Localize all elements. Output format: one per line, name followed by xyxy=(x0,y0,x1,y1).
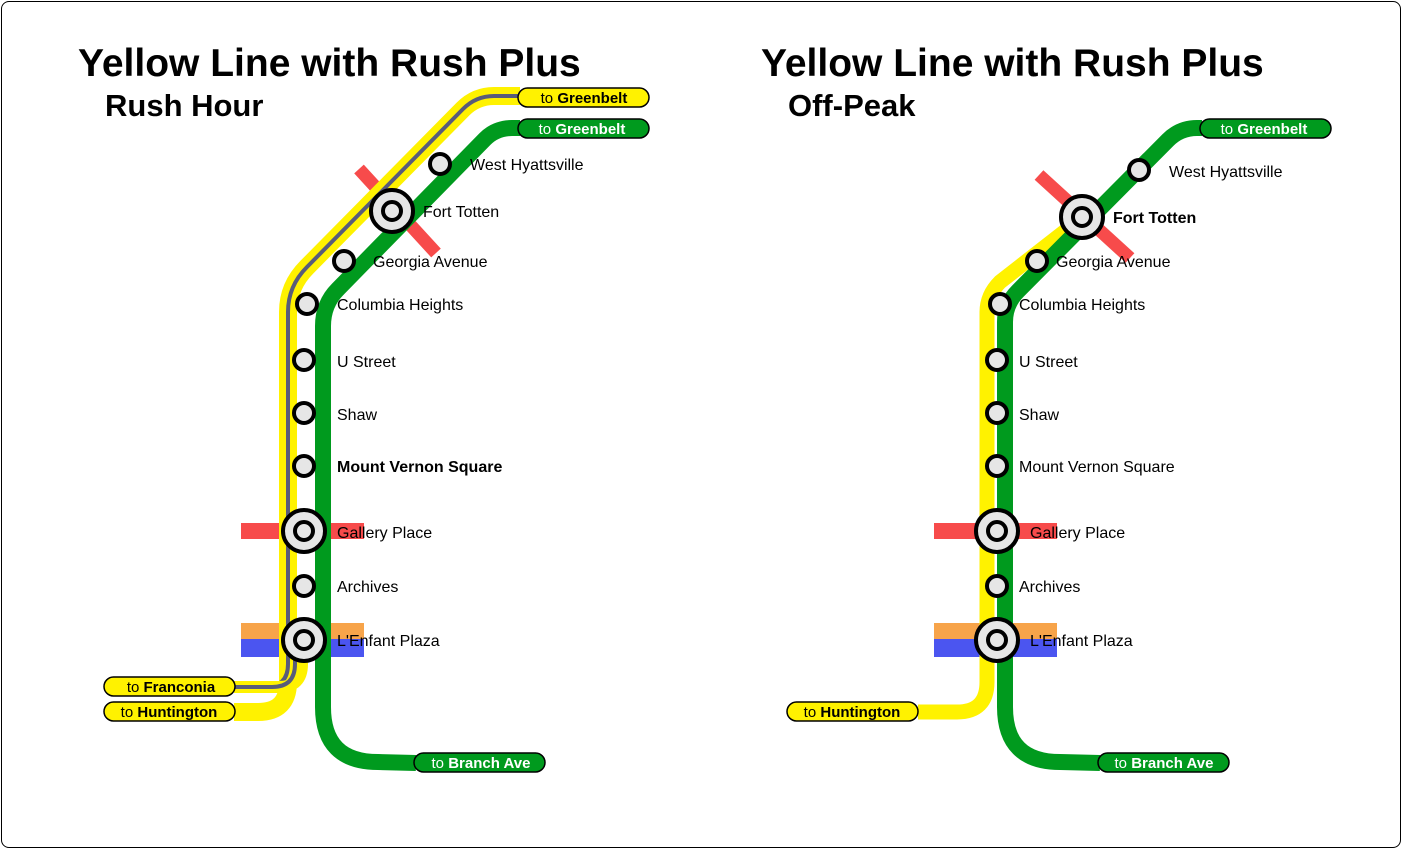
svg-text:U Street: U Street xyxy=(1019,354,1078,371)
svg-text:Fort Totten: Fort Totten xyxy=(423,204,499,221)
station-archives: Archives xyxy=(985,574,1080,598)
terminal-branch-ave: to Branch Ave xyxy=(1097,752,1230,773)
station-shaw: Shaw xyxy=(292,401,377,425)
panel-subtitle: Rush Hour xyxy=(105,88,263,123)
svg-text:Fort Totten: Fort Totten xyxy=(1113,210,1196,227)
station-u-street: U Street xyxy=(985,348,1078,372)
terminal-greenbelt-yellow: to Greenbelt xyxy=(517,87,650,108)
svg-text:Gallery Place: Gallery Place xyxy=(1030,525,1125,542)
station-georgia-avenue: Georgia Avenue xyxy=(1025,249,1171,273)
svg-text:to Greenbelt: to Greenbelt xyxy=(1221,121,1308,138)
station-georgia-avenue: Georgia Avenue xyxy=(332,249,488,273)
terminal-branch-ave: to Branch Ave xyxy=(413,752,546,773)
station-gallery-place: Gallery Place xyxy=(974,508,1125,554)
svg-text:Columbia Heights: Columbia Heights xyxy=(1019,297,1145,314)
svg-text:Shaw: Shaw xyxy=(1019,407,1059,424)
svg-text:L'Enfant Plaza: L'Enfant Plaza xyxy=(337,633,440,650)
station-fort-totten: Fort Totten xyxy=(1059,194,1196,240)
terminal-huntington: to Huntington xyxy=(103,701,236,722)
svg-text:Shaw: Shaw xyxy=(337,407,377,424)
svg-text:Gallery Place: Gallery Place xyxy=(337,525,432,542)
svg-text:Columbia Heights: Columbia Heights xyxy=(337,297,463,314)
svg-text:to Branch Ave: to Branch Ave xyxy=(432,755,531,772)
station-west-hyattsville: West Hyattsville xyxy=(1127,158,1283,182)
station-west-hyattsville: West Hyattsville xyxy=(428,152,584,176)
panel-off-peak: Yellow Line with Rush Plus Off-Peak to G… xyxy=(761,42,1332,773)
station-shaw: Shaw xyxy=(985,401,1059,425)
svg-text:West Hyattsville: West Hyattsville xyxy=(470,157,584,174)
green-line-track xyxy=(315,120,520,771)
svg-text:to Huntington: to Huntington xyxy=(804,704,901,721)
panel-title: Yellow Line with Rush Plus xyxy=(761,42,1264,85)
svg-text:Georgia Avenue: Georgia Avenue xyxy=(373,254,488,271)
station-columbia-heights: Columbia Heights xyxy=(295,292,463,316)
svg-text:L'Enfant Plaza: L'Enfant Plaza xyxy=(1030,633,1133,650)
svg-text:to Franconia: to Franconia xyxy=(127,679,216,696)
svg-text:to Greenbelt: to Greenbelt xyxy=(539,121,626,138)
terminal-huntington: to Huntington xyxy=(786,701,919,722)
terminal-greenbelt-green: to Greenbelt xyxy=(517,118,650,139)
svg-text:Mount Vernon Square: Mount Vernon Square xyxy=(337,459,502,476)
panel-rush-hour: Yellow Line with Rush Plus Rush Hour to … xyxy=(78,42,650,773)
yellow-line-track xyxy=(234,87,520,721)
station-lenfant-plaza: L'Enfant Plaza xyxy=(281,617,440,663)
station-gallery-place: Gallery Place xyxy=(281,508,432,554)
svg-text:Archives: Archives xyxy=(337,579,398,596)
station-archives: Archives xyxy=(292,574,398,598)
svg-text:Archives: Archives xyxy=(1019,579,1080,596)
svg-text:West Hyattsville: West Hyattsville xyxy=(1169,164,1283,181)
station-mount-vernon-square: Mount Vernon Square xyxy=(985,454,1175,478)
svg-text:to Branch Ave: to Branch Ave xyxy=(1115,755,1214,772)
station-fort-totten: Fort Totten xyxy=(369,188,499,234)
svg-text:U Street: U Street xyxy=(337,354,396,371)
terminal-greenbelt-green: to Greenbelt xyxy=(1199,118,1332,139)
station-columbia-heights: Columbia Heights xyxy=(988,292,1145,316)
svg-text:Georgia Avenue: Georgia Avenue xyxy=(1056,254,1171,271)
yellow-line-track xyxy=(918,212,1087,720)
station-lenfant-plaza: L'Enfant Plaza xyxy=(974,617,1133,663)
svg-text:to Greenbelt: to Greenbelt xyxy=(541,90,628,107)
svg-text:Mount Vernon Square: Mount Vernon Square xyxy=(1019,459,1175,476)
panel-title: Yellow Line with Rush Plus xyxy=(78,42,581,85)
station-mount-vernon-square: Mount Vernon Square xyxy=(292,454,502,478)
terminal-franconia: to Franconia xyxy=(103,676,236,697)
panel-subtitle: Off-Peak xyxy=(788,88,916,123)
station-u-street: U Street xyxy=(292,348,396,372)
franconia-branch-track xyxy=(234,642,297,689)
svg-text:to Huntington: to Huntington xyxy=(121,704,218,721)
